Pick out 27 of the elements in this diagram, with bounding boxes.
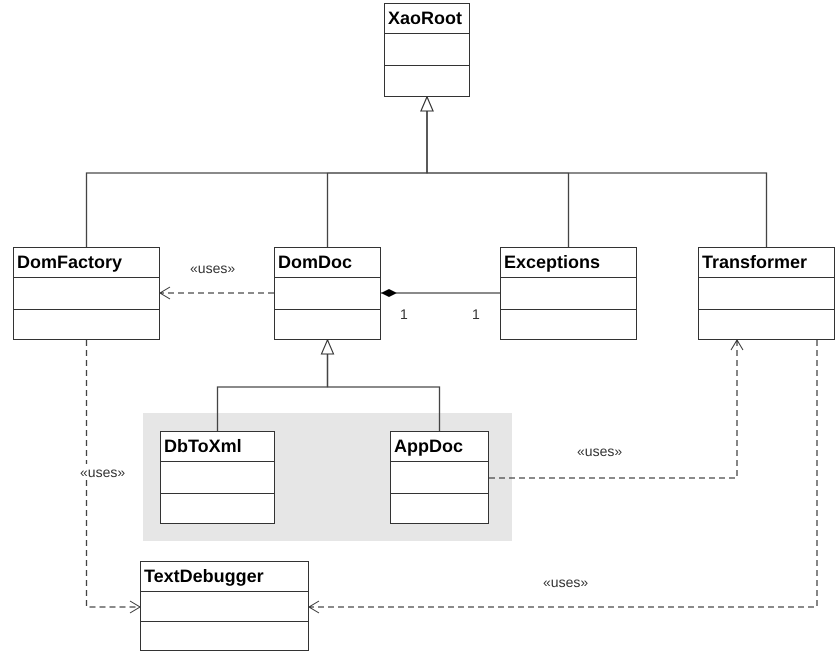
multiplicity-label: 1 (472, 306, 480, 322)
dependency-arrow (86, 340, 140, 614)
dependency-arrow (308, 340, 818, 614)
package-region (143, 413, 512, 541)
class-box (390, 431, 489, 524)
class-box (140, 561, 309, 651)
class-name: AppDoc (394, 435, 463, 458)
inheritance-arrow (420, 96, 768, 247)
edge-label: «uses» (80, 464, 126, 480)
class-box (698, 247, 835, 340)
class-box (160, 431, 275, 524)
inheritance-arrow (321, 340, 440, 431)
class-name: DomDoc (278, 251, 352, 274)
class-name: DbToXml (164, 435, 242, 458)
class-box (274, 247, 381, 340)
class-box (500, 247, 637, 340)
class-name: Exceptions (504, 251, 600, 274)
class-name: XaoRoot (388, 7, 462, 30)
class-box (384, 3, 470, 97)
dependency-arrow (489, 340, 744, 479)
dependency-arrow (160, 286, 274, 300)
class-name: Transformer (702, 251, 808, 274)
class-name: TextDebugger (144, 565, 264, 588)
class-name: DomFactory (17, 251, 122, 274)
composition-line (381, 289, 500, 297)
class-box (13, 247, 160, 340)
multiplicity-label: 1 (400, 306, 408, 322)
